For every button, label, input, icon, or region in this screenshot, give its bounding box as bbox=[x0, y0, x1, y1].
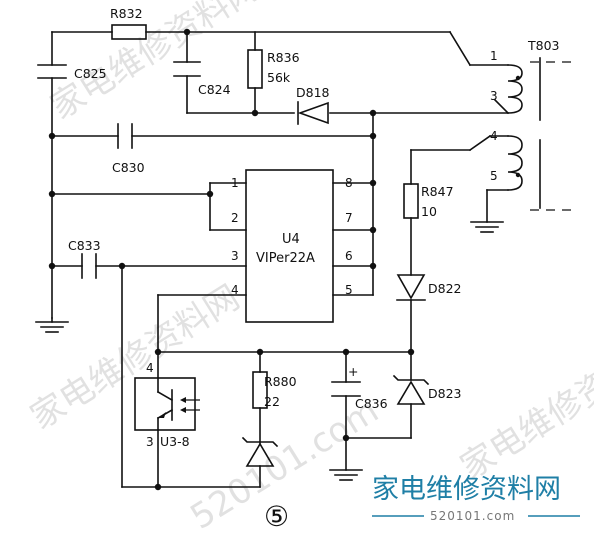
svg-text:D822: D822 bbox=[428, 281, 461, 296]
svg-text:D823: D823 bbox=[428, 386, 461, 401]
svg-text:R832: R832 bbox=[110, 6, 143, 21]
watermark-logo: 家电维修资料网 520101.com bbox=[372, 474, 580, 523]
svg-text:8: 8 bbox=[345, 176, 353, 190]
capacitor-c824: C824 bbox=[173, 61, 231, 97]
svg-text:3: 3 bbox=[231, 249, 239, 263]
svg-text:520101.com: 520101.com bbox=[430, 509, 515, 523]
svg-text:1: 1 bbox=[490, 49, 498, 63]
svg-text:4: 4 bbox=[231, 283, 239, 297]
diode-d822: D822 bbox=[396, 274, 461, 301]
capacitor-c833: C833 bbox=[68, 238, 101, 279]
svg-text:U4: U4 bbox=[282, 232, 300, 247]
resistor-r847: R847 10 bbox=[403, 183, 454, 219]
svg-text:R847: R847 bbox=[421, 184, 454, 199]
svg-text:1: 1 bbox=[231, 176, 239, 190]
resistor-r836: R836 56k bbox=[247, 49, 300, 89]
svg-text:C833: C833 bbox=[68, 238, 101, 253]
resistor-r880: R880 22 bbox=[252, 371, 297, 409]
svg-text:VIPer22A: VIPer22A bbox=[256, 251, 315, 266]
svg-text:R880: R880 bbox=[264, 374, 297, 389]
resistor-r832: R832 bbox=[110, 6, 147, 40]
svg-text:22: 22 bbox=[264, 394, 280, 409]
svg-text:C836: C836 bbox=[355, 396, 388, 411]
zener-diode-d823: D823 bbox=[392, 374, 461, 405]
diode-d818: D818 bbox=[296, 85, 330, 125]
svg-text:3: 3 bbox=[490, 89, 498, 103]
ground-symbol-left bbox=[35, 321, 69, 333]
junction-dots bbox=[48, 28, 415, 491]
svg-text:C825: C825 bbox=[74, 66, 107, 81]
svg-text:C824: C824 bbox=[198, 82, 231, 97]
svg-text:家电维修资料网: 家电维修资料网 bbox=[454, 328, 594, 488]
svg-text:5: 5 bbox=[345, 283, 353, 297]
svg-text:家电维修资料网: 家电维修资料网 bbox=[372, 474, 561, 505]
svg-text:U3-8: U3-8 bbox=[160, 434, 190, 449]
optocoupler-u3-8: 4 3 U3-8 bbox=[134, 361, 200, 449]
zener-diode-r880-branch bbox=[241, 436, 279, 467]
capacitor-c825: C825 bbox=[37, 64, 107, 81]
ground-symbol-transformer bbox=[470, 221, 504, 233]
svg-text:+: + bbox=[348, 364, 358, 379]
svg-text:家电维修资料网: 家电维修资料网 bbox=[44, 0, 267, 128]
wiring bbox=[51, 30, 510, 488]
svg-text:7: 7 bbox=[345, 211, 353, 225]
svg-text:4: 4 bbox=[490, 129, 498, 143]
figure-number: ⑤ bbox=[264, 500, 289, 533]
svg-text:56k: 56k bbox=[267, 70, 291, 85]
svg-text:3: 3 bbox=[146, 435, 154, 449]
ground-symbol-c836 bbox=[329, 469, 363, 481]
svg-text:C830: C830 bbox=[112, 160, 145, 175]
svg-text:4: 4 bbox=[146, 361, 154, 375]
svg-text:R836: R836 bbox=[267, 50, 300, 65]
capacitor-c836: + C836 bbox=[331, 364, 388, 411]
capacitor-c830: C830 bbox=[112, 123, 145, 175]
svg-text:D818: D818 bbox=[296, 85, 330, 100]
svg-text:5: 5 bbox=[490, 169, 498, 183]
transformer-t803: T803 1 3 4 5 bbox=[490, 38, 578, 211]
ic-u4-viper22a: U4 VIPer22A 1 2 3 4 5 6 7 8 bbox=[231, 169, 353, 323]
svg-text:2: 2 bbox=[231, 211, 239, 225]
svg-text:6: 6 bbox=[345, 249, 353, 263]
svg-text:10: 10 bbox=[421, 204, 437, 219]
svg-text:T803: T803 bbox=[527, 38, 560, 53]
